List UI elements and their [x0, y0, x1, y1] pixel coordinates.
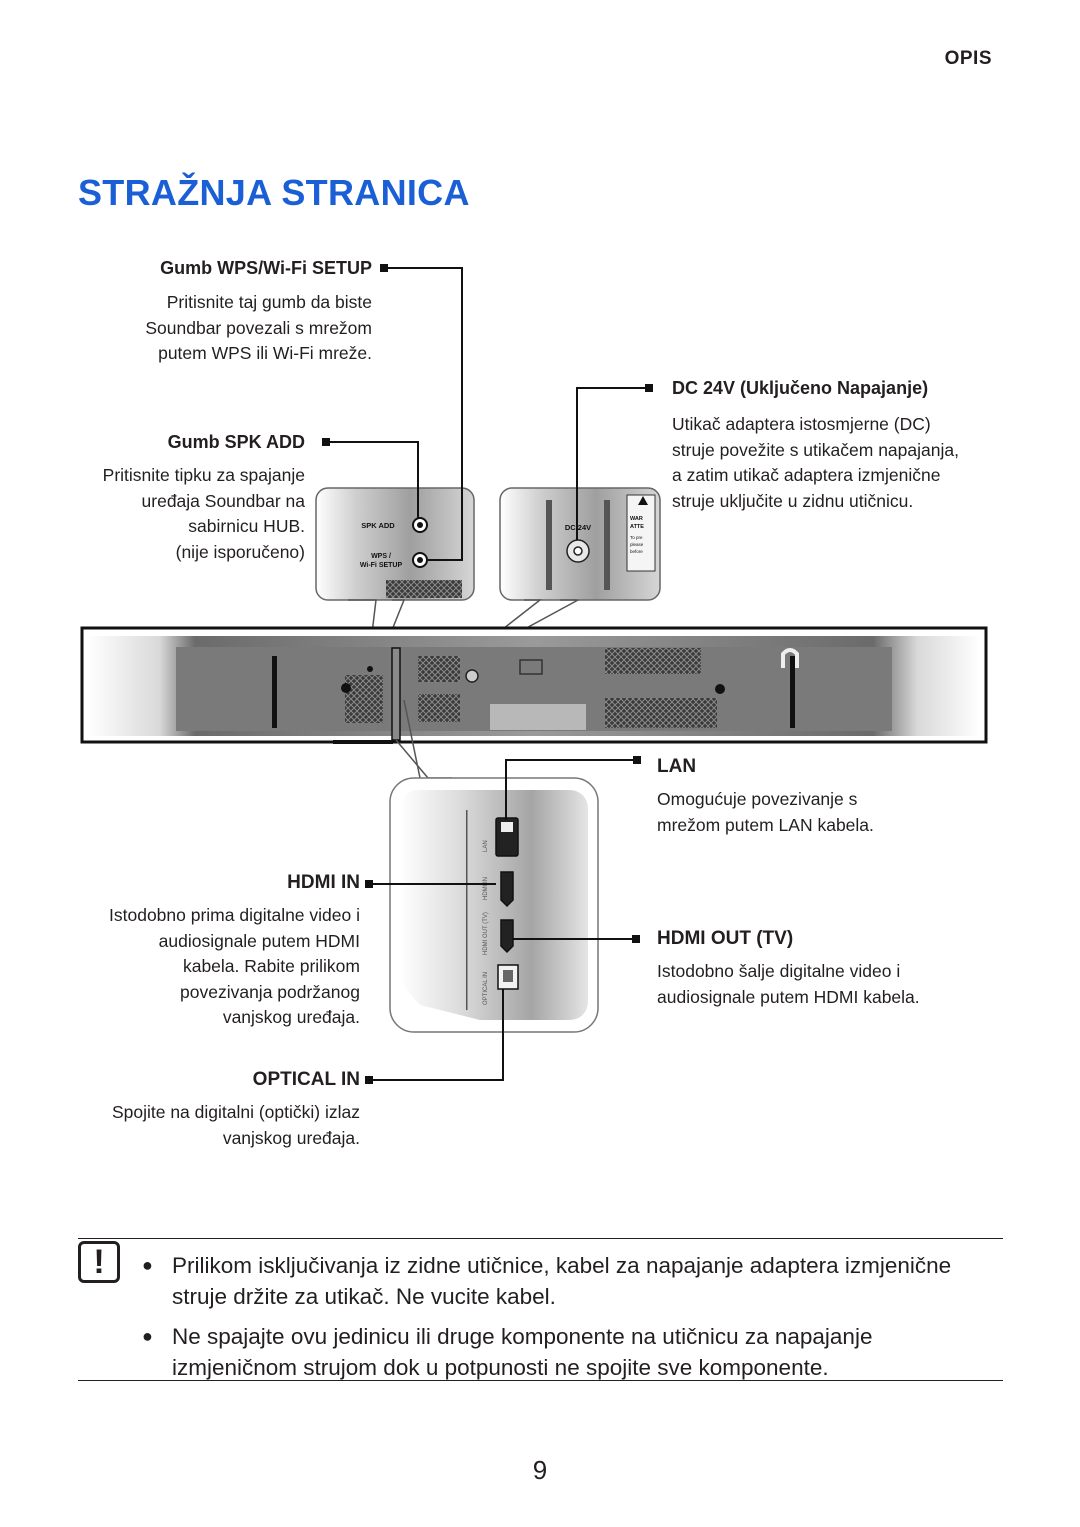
square-marker-icon [632, 935, 640, 943]
page-title: STRAŽNJA STRANICA [78, 172, 470, 213]
hdmi-in-label: HDMI IN [287, 872, 360, 893]
note-list: ● Prilikom isključivanja iz zidne utični… [142, 1250, 1002, 1392]
bullet-icon: ● [142, 1255, 153, 1275]
hdmi-out-label: HDMI OUT (TV) [657, 928, 794, 949]
optical-label: OPTICAL IN [252, 1069, 360, 1090]
hdmi-out-description: Istodobno šalje digitalne video i audios… [657, 961, 920, 1007]
optical-description: Spojite na digitalni (optički) izlaz van… [111, 1102, 360, 1148]
spk-add-panel-label: SPK ADD [361, 521, 395, 530]
spk-add-description: Pritisnite tipku za spajanje uređaja Sou… [102, 465, 305, 562]
warning-triangle-icon [638, 496, 648, 505]
warning-text-4: please [630, 542, 644, 547]
rear-panel-diagram: SPK ADD WPS / Wi-Fi SETUP DC 24V WAR ATT… [80, 264, 988, 1084]
warning-text-2: ATTE [630, 524, 644, 530]
port-label-hdmi-in: HDMI IN [483, 877, 489, 900]
square-marker-icon [380, 264, 388, 272]
caution-icon: ! [78, 1241, 120, 1283]
wps-label: Gumb WPS/Wi-Fi SETUP [160, 258, 372, 278]
square-marker-icon [365, 880, 373, 888]
bullet-icon: ● [142, 1326, 153, 1346]
port-label-optical: OPTICAL IN [483, 972, 489, 1005]
warning-text-5: before [630, 549, 643, 554]
dc-label: DC 24V (Uključeno Napajanje) [672, 378, 929, 398]
hdmi-in-port-icon [500, 871, 514, 908]
wps-panel-label-2: Wi-Fi SETUP [360, 562, 403, 569]
note-item: ● Prilikom isključivanja iz zidne utični… [142, 1250, 1002, 1312]
hdmi-in-description: Istodobno prima digitalne video i audios… [109, 905, 360, 1027]
soundbar-rear [80, 626, 988, 744]
lan-description: Omogućuje povezivanje s mrežom putem LAN… [657, 789, 874, 835]
lan-label: LAN [657, 756, 697, 777]
port-label-lan: LAN [483, 840, 489, 852]
section-tag: OPIS [944, 48, 992, 69]
port-label-hdmi-out: HDMI OUT (TV) [483, 912, 489, 955]
inset-power: DC 24V WAR ATTE To pre please before [499, 487, 661, 601]
warning-text-1: WAR [630, 516, 643, 522]
note-item: ● Ne spajajte ovu jedinicu ili druge kom… [142, 1321, 1002, 1383]
page-number: 9 [532, 1455, 548, 1485]
square-marker-icon [365, 1076, 373, 1084]
square-marker-icon [645, 384, 653, 392]
wps-panel-label-1: WPS / [371, 553, 391, 560]
hdmi-out-port-icon [500, 919, 514, 954]
note-bottom-rule [78, 1380, 1003, 1381]
wps-description: Pritisnite taj gumb da biste Soundbar po… [145, 292, 372, 363]
warning-text-3: To pre [630, 535, 643, 540]
inset-ports: LAN HDMI IN HDMI OUT (TV) OPTICAL IN [389, 777, 599, 1033]
callout-markers [322, 264, 653, 1084]
dc-description: Utikač adaptera istosmjerne (DC) struje … [672, 414, 959, 511]
inset-buttons: SPK ADD WPS / Wi-Fi SETUP [315, 487, 475, 601]
square-marker-icon [322, 438, 330, 446]
spk-add-label: Gumb SPK ADD [167, 432, 305, 452]
note-top-rule [78, 1238, 1003, 1239]
square-marker-icon [633, 756, 641, 764]
